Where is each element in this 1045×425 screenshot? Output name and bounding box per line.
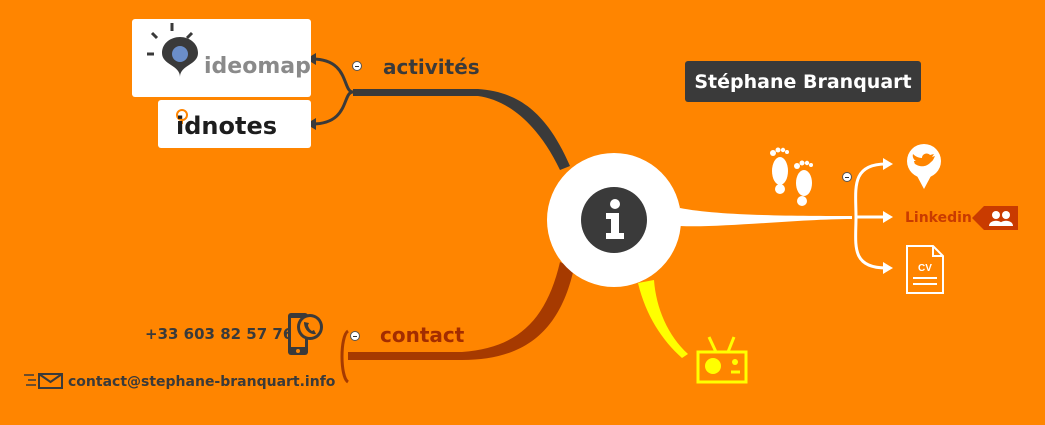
ideomap-logo-text: ideomap [204,54,311,79]
social-arrow-top [883,158,893,170]
contact-collapse-button[interactable] [350,331,360,341]
contact-fork [340,329,350,384]
linkedin-label[interactable]: Linkedin [905,210,972,226]
contact-branch [348,262,574,360]
info-icon [581,187,647,253]
contact-label[interactable]: contact [380,323,465,347]
radio-branch [638,280,688,358]
idnotes-bulb-icon [176,109,188,124]
footprints-icon [770,147,813,206]
social-arrow-bottom [883,262,893,274]
email-address[interactable]: contact@stephane-branquart.info [68,374,336,390]
email-icon [24,373,63,389]
twitter-icon[interactable] [900,143,948,191]
central-node[interactable] [547,153,681,287]
ideomap-pin-icon [147,23,198,77]
activities-fork [311,57,354,126]
idnotes-logo-text: idnotes [176,112,278,140]
social-arrow-mid [883,211,893,223]
activities-arrow-top [306,53,316,65]
social-collapse-button[interactable] [842,172,852,182]
activities-branch [353,89,570,170]
activities-arrow-bottom [306,118,316,130]
radio-icon[interactable] [696,334,750,384]
phone-number[interactable]: +33 603 82 57 76 [145,325,294,343]
idnotes-logo-card[interactable]: idnotes [158,100,311,148]
phone-icon [288,313,323,355]
cv-label: CV [918,263,932,274]
social-branch [680,208,852,227]
linkedin-group-icon[interactable] [972,204,1020,232]
ideomap-logo-card[interactable]: ideomap [132,19,311,97]
activities-collapse-button[interactable] [352,61,362,71]
cv-document-icon[interactable]: CV [906,245,946,295]
map-title[interactable]: Stéphane Branquart [685,61,921,102]
activities-label[interactable]: activités [383,55,480,79]
